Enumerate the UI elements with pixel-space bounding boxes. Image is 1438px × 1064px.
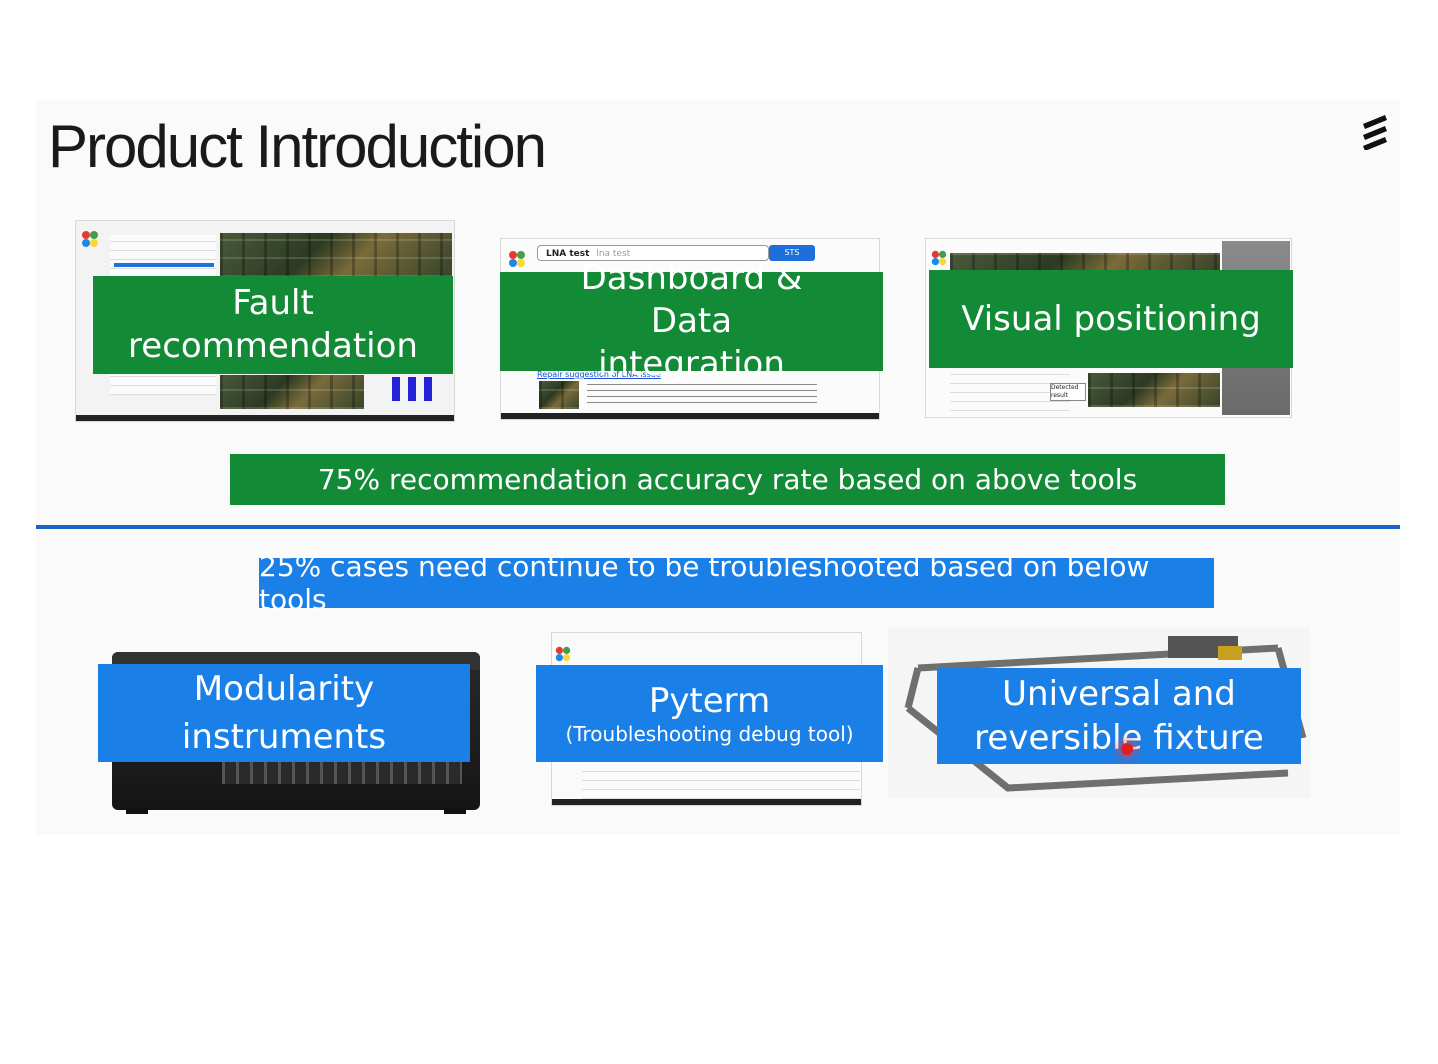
- universal-fixture-label: Universal and reversible fixture: [937, 668, 1301, 764]
- app-logo-icon: [930, 249, 948, 267]
- modularity-instruments-label: Modularity instruments: [98, 664, 470, 762]
- detected-result-label: Detected result: [1050, 383, 1086, 401]
- app-logo-icon: [507, 249, 527, 269]
- visual-positioning-label: Visual positioning: [929, 270, 1293, 368]
- repair-suggestion-link[interactable]: Repair suggestion of LNA issue: [537, 370, 661, 379]
- search-button[interactable]: STS: [769, 245, 815, 261]
- label-line: reversible fixture: [974, 718, 1264, 758]
- accuracy-rate-banner: 75% recommendation accuracy rate based o…: [230, 454, 1225, 505]
- troubleshooting-cases-banner: 25% cases need continue to be troublesho…: [259, 550, 1214, 616]
- dashboard-data-integration-label: Dashboard & Data integration: [500, 258, 883, 384]
- app-logo-icon: [80, 229, 100, 249]
- label-line: Modularity: [193, 669, 375, 709]
- fault-recommendation-label: Fault recommendation: [93, 276, 453, 374]
- slide-title: Product Introduction: [48, 113, 547, 180]
- app-logo-icon: [554, 645, 572, 663]
- search-input[interactable]: LNA test lna test: [537, 245, 769, 261]
- laser-pointer-dot: [1121, 743, 1133, 755]
- pyterm-subtitle: (Troubleshooting debug tool): [565, 721, 854, 746]
- ericsson-logo-icon: [1363, 115, 1387, 150]
- label-line: Universal and: [1002, 674, 1236, 714]
- label-line: instruments: [181, 717, 387, 757]
- pyterm-title: Pyterm: [648, 680, 771, 721]
- section-divider: [36, 525, 1400, 529]
- pyterm-label: Pyterm (Troubleshooting debug tool): [536, 665, 883, 762]
